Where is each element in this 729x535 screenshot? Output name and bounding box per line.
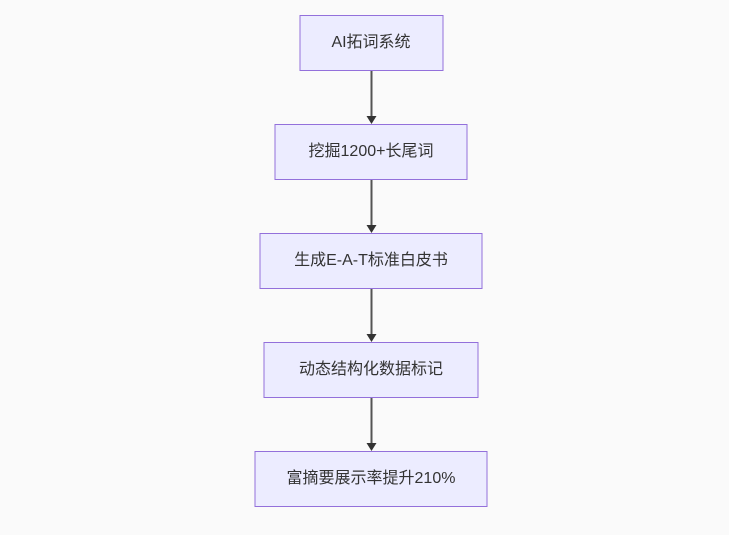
edge-line [370, 398, 372, 443]
arrowhead-down-icon [366, 116, 376, 124]
flow-arrow-2 [366, 180, 376, 233]
flowchart-node-ai-word-expansion: AI拓词系统 [299, 15, 443, 71]
flowchart-node-rich-snippet-result: 富摘要展示率提升210% [254, 451, 488, 507]
flowchart-node-structured-data-markup: 动态结构化数据标记 [263, 342, 479, 398]
arrowhead-down-icon [366, 225, 376, 233]
edge-line [370, 289, 372, 334]
flowchart-node-longtail-mining: 挖掘1200+长尾词 [274, 124, 468, 180]
flowchart-column: AI拓词系统 挖掘1200+长尾词 生成E-A-T标准白皮书 动态结构化数据标记 [254, 15, 488, 507]
node-label: AI拓词系统 [331, 34, 411, 51]
flow-arrow-4 [366, 398, 376, 451]
arrowhead-down-icon [366, 334, 376, 342]
edge-line [370, 71, 372, 116]
node-label: 生成E-A-T标准白皮书 [294, 252, 448, 269]
node-label: 动态结构化数据标记 [298, 361, 443, 378]
arrowhead-down-icon [366, 443, 376, 451]
node-label: 挖掘1200+长尾词 [308, 143, 434, 160]
edge-line [370, 180, 372, 225]
node-label: 富摘要展示率提升210% [286, 470, 456, 487]
flow-arrow-3 [366, 289, 376, 342]
flowchart-node-eat-whitepaper: 生成E-A-T标准白皮书 [259, 233, 483, 289]
flow-arrow-1 [366, 71, 376, 124]
